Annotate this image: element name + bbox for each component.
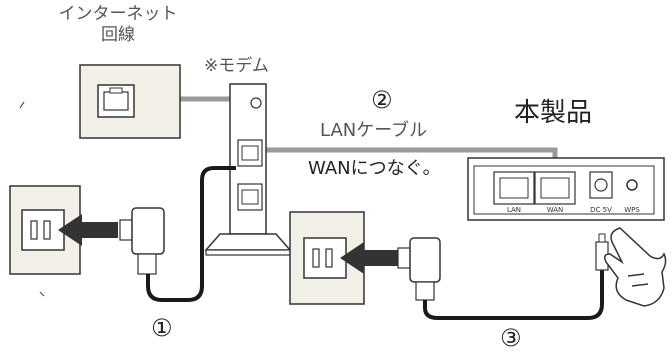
- dc-plug: [595, 233, 609, 271]
- pointing-hand-icon: [603, 227, 667, 307]
- router-port-dc-label: DC 5V: [590, 206, 612, 214]
- internet-line-label: インターネット 回線: [58, 4, 178, 46]
- lan-cable-label: LANケーブル: [320, 120, 428, 141]
- router-device: [467, 157, 665, 221]
- step-1-marker: ①: [151, 314, 173, 342]
- step-2-marker: ②: [371, 86, 393, 114]
- internet-line-label-line-1: インターネット: [58, 4, 178, 24]
- router-port-wps-label: WPS: [624, 206, 640, 214]
- wan-connect-label: WANにつなぐ。: [308, 158, 441, 179]
- internet-line-label-line-2: 回線: [101, 25, 135, 45]
- modem-device: [204, 83, 292, 256]
- power-cord-1: [146, 166, 236, 302]
- product-label: 本製品: [514, 98, 593, 128]
- ac-adapter-1: [119, 207, 165, 275]
- step-3-marker: ③: [500, 324, 522, 352]
- edge-mark-top: [19, 101, 25, 109]
- ac-adapter-2: [397, 237, 441, 301]
- router-port-lan-label: LAN: [507, 206, 521, 214]
- plug-in-arrow-left: [58, 214, 118, 246]
- modem-label: ※モデム: [204, 56, 269, 76]
- plug-in-arrow-right: [340, 242, 398, 274]
- router-port-wan-label: WAN: [547, 206, 564, 214]
- edge-mark-bottom: [39, 291, 45, 297]
- power-cord-2: [423, 270, 604, 320]
- internet-wall-jack: [79, 64, 181, 139]
